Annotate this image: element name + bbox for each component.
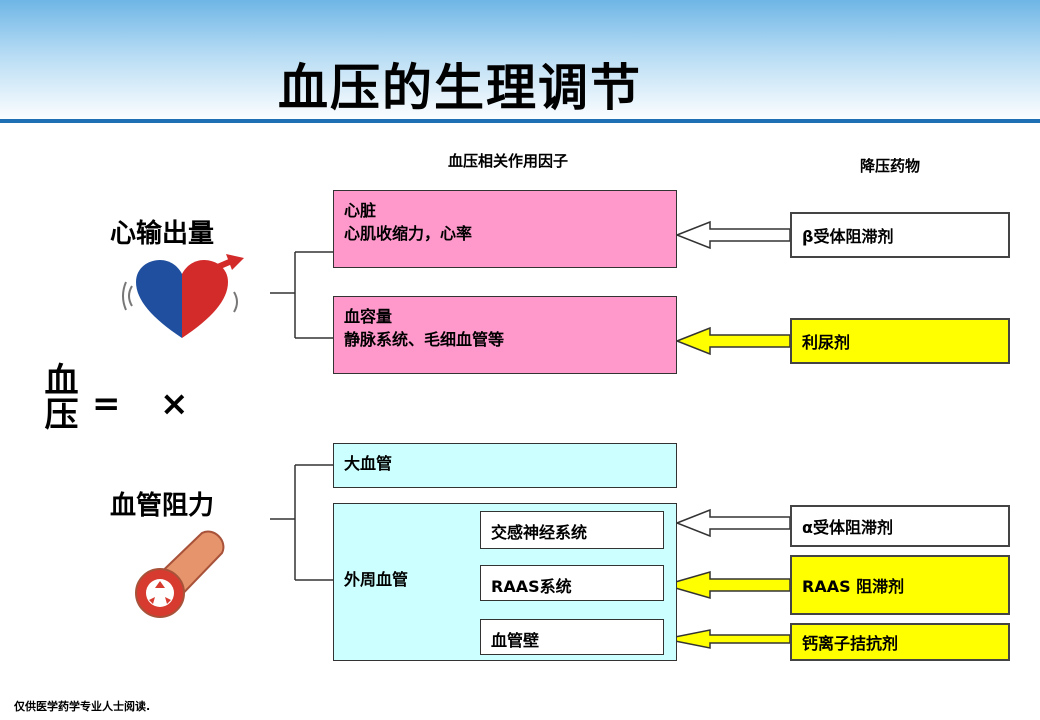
blood-volume-detail: 静脉系统、毛细血管等 bbox=[344, 330, 505, 349]
raas-blocker-box: RAAS 阻滞剂 bbox=[790, 555, 1010, 615]
peripheral-vessel-label: 外周血管 bbox=[344, 570, 409, 589]
heart-factor-detail: 心肌收缩力，心率 bbox=[344, 224, 473, 243]
diuretic-box: 利尿剂 bbox=[790, 318, 1010, 364]
vascular-resistance-label: 血管阻力 bbox=[110, 491, 215, 521]
blood-pressure-label: 血压 bbox=[38, 362, 78, 430]
blood-vessel-icon bbox=[135, 530, 225, 618]
page-title: 血压的生理调节 bbox=[278, 59, 642, 117]
heart-icon bbox=[122, 254, 244, 338]
blood-volume-box: 血容量 静脉系统、毛细血管等 bbox=[333, 296, 677, 374]
calcium-channel-blocker-box: 钙离子拮抗剂 bbox=[790, 623, 1010, 661]
arrow-alpha-blocker bbox=[674, 508, 791, 538]
cardiac-output-label: 心输出量 bbox=[110, 219, 215, 249]
factors-column-header: 血压相关作用因子 bbox=[448, 152, 569, 170]
heart-factor-box: 心脏 心肌收缩力，心率 bbox=[333, 190, 677, 268]
arrow-diuretic bbox=[674, 326, 791, 356]
arrow-ccb bbox=[664, 629, 791, 649]
arrow-raas-blocker bbox=[662, 571, 791, 599]
vessel-wall-box: 血管壁 bbox=[480, 619, 664, 655]
large-vessel-label: 大血管 bbox=[344, 454, 393, 473]
alpha-blocker-box: α受体阻滞剂 bbox=[790, 505, 1010, 547]
header-divider bbox=[0, 119, 1040, 123]
large-vessel-box: 大血管 bbox=[333, 443, 677, 488]
equals-sign: = bbox=[92, 384, 121, 424]
raas-system-box: RAAS系统 bbox=[480, 565, 664, 601]
drugs-column-header: 降压药物 bbox=[860, 157, 921, 175]
header-background bbox=[0, 0, 1040, 122]
beta-blocker-box: β受体阻滞剂 bbox=[790, 212, 1010, 258]
sympathetic-system-box: 交感神经系统 bbox=[480, 511, 664, 549]
arrow-beta-blocker bbox=[674, 220, 791, 250]
footer-disclaimer: 仅供医学药学专业人士阅读. bbox=[14, 700, 151, 713]
blood-volume-title: 血容量 bbox=[344, 307, 393, 326]
heart-factor-title: 心脏 bbox=[344, 201, 377, 220]
times-sign: × bbox=[160, 384, 189, 424]
